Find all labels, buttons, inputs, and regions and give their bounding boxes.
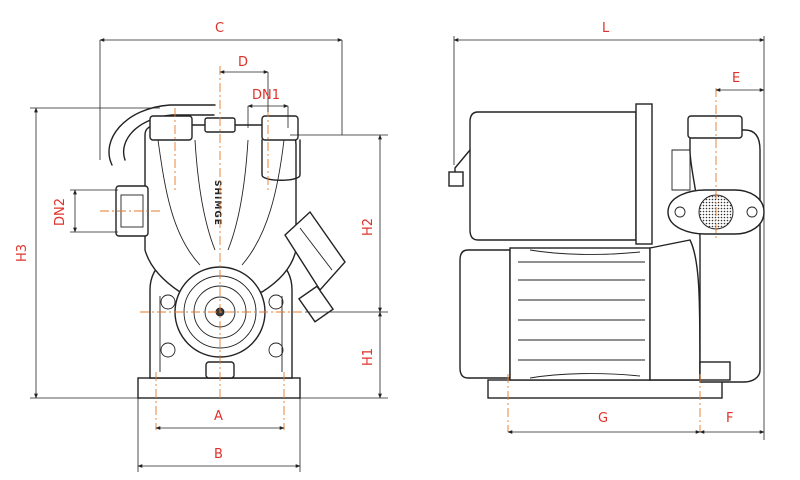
side-motor	[459, 249, 511, 379]
dim-h2-label: H2	[361, 218, 376, 236]
front-view: SHIMGE	[100, 66, 346, 430]
dim-e-label: E	[732, 71, 740, 86]
dim-f-label: F	[726, 411, 733, 426]
side-pump-casing	[689, 129, 761, 383]
dim-h3-label: H3	[15, 244, 30, 262]
front-motor-cover	[108, 104, 216, 166]
dim-dn1-label: DN1	[252, 88, 280, 103]
side-pressure-tank	[469, 111, 637, 241]
side-base-plate	[487, 379, 723, 399]
front-dimensions: C D DN1 DN2 H3 H2 H1 A	[15, 21, 388, 472]
side-view	[448, 88, 765, 432]
dim-c-label: C	[215, 21, 224, 36]
dim-l-label: L	[602, 21, 610, 36]
dim-b-label: B	[214, 447, 223, 462]
dim-h1-label: H1	[361, 348, 376, 366]
front-controller-box	[284, 210, 346, 292]
dim-dn2-label: DN2	[53, 198, 68, 226]
dim-a-label: A	[214, 409, 223, 424]
side-pump-head	[649, 239, 701, 381]
dim-d-label: D	[238, 55, 248, 70]
front-brand-text: SHIMGE	[212, 180, 222, 226]
dim-g-label: G	[598, 411, 608, 426]
front-base-plate	[137, 377, 301, 399]
side-dimensions: L E G F	[453, 21, 765, 440]
